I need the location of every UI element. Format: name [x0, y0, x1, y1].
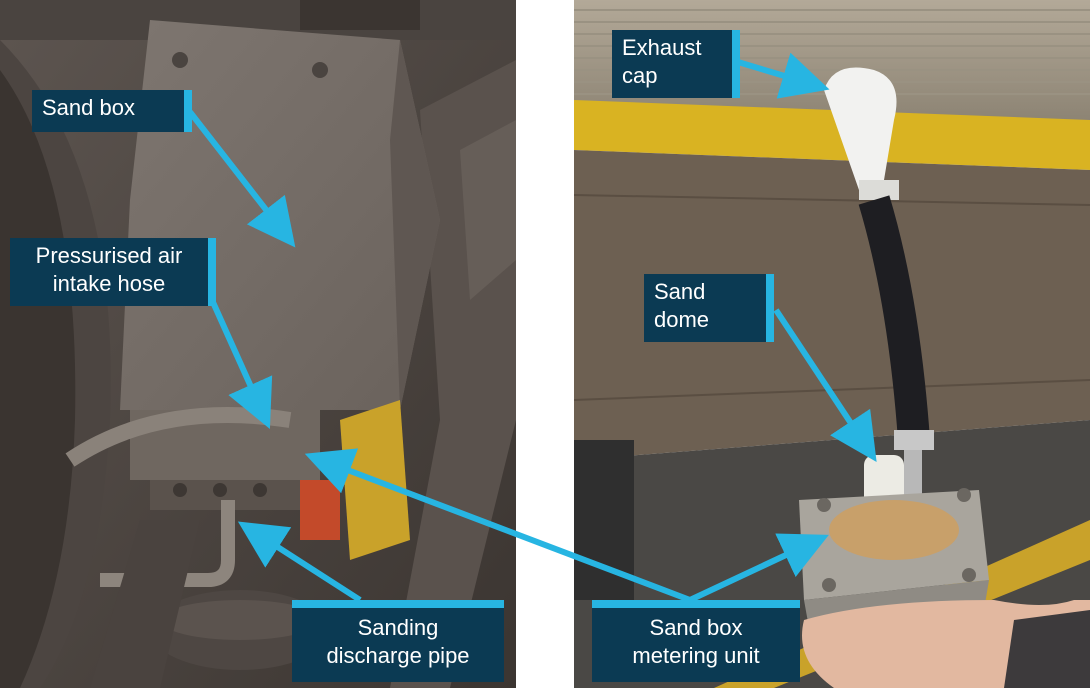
sand-dome-line2: dome	[654, 307, 710, 332]
exhaust-cap-label: Exhaust cap	[612, 30, 740, 98]
exhaust-cap-line1: Exhaust	[622, 35, 702, 60]
metering-unit-photo-drawing	[574, 0, 1090, 688]
sand-box-label: Sand box	[32, 90, 192, 132]
metering-unit-label: Sand box metering unit	[592, 600, 800, 682]
metering-unit-line1: Sand box	[649, 615, 743, 640]
discharge-pipe-line1: Sanding	[357, 615, 439, 640]
sand-dome-line1: Sand	[654, 279, 706, 304]
air-intake-hose-label: Pressurised air intake hose	[10, 238, 216, 306]
discharge-pipe-line2: discharge pipe	[326, 643, 470, 668]
sand-dome-label: Sand dome	[644, 274, 774, 342]
air-intake-hose-line2: intake hose	[52, 271, 166, 296]
metering-unit-photo	[574, 0, 1090, 688]
metering-unit-line2: metering unit	[632, 643, 760, 668]
discharge-pipe-label: Sanding discharge pipe	[292, 600, 504, 682]
sand-box-label-text: Sand box	[42, 95, 135, 120]
air-intake-hose-line1: Pressurised air	[35, 243, 183, 268]
exhaust-cap-line2: cap	[622, 63, 658, 88]
